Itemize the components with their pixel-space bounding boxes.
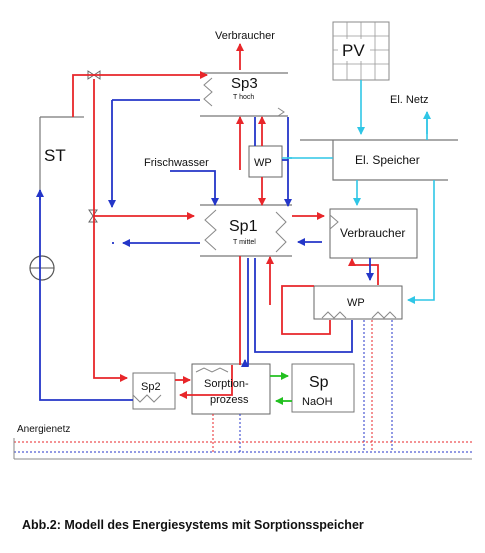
sp-naoh-label-line1: Sp	[309, 374, 329, 391]
st-label: ST	[44, 146, 66, 165]
wp-upper-label: WP	[254, 157, 272, 169]
verbraucher-mid-box	[329, 208, 418, 259]
pump-icon	[29, 255, 55, 281]
figure-caption: Abb.2: Modell des Energiesystems mit Sor…	[22, 518, 364, 532]
frischwasser-label: Frischwasser	[144, 157, 209, 169]
sp-naoh-box	[291, 363, 355, 413]
el-speicher-label: El. Speicher	[355, 153, 420, 167]
wp-lower-box	[313, 285, 403, 320]
electric-lines	[282, 80, 435, 304]
pv-panel	[332, 21, 390, 81]
anergienetz-label: Anergienetz	[17, 424, 70, 435]
el-speicher-box	[300, 139, 458, 181]
wp-lower-label: WP	[347, 297, 365, 309]
sp-naoh-label-line2: NaOH	[302, 396, 333, 408]
sp2-label: Sp2	[141, 381, 161, 393]
cold-water-lines	[36, 99, 374, 401]
st-collector	[39, 116, 84, 190]
sorption-lines	[270, 372, 292, 405]
sorption-label-line2: prozess	[210, 394, 249, 406]
el-netz-label: El. Netz	[390, 94, 429, 106]
anergy-drop-lines	[212, 320, 393, 452]
sp3-tank	[200, 72, 288, 117]
sp1-sub-label: T mittel	[233, 239, 256, 246]
sp2-box	[132, 372, 176, 410]
verbraucher-top-label: Verbraucher	[215, 30, 275, 42]
sp3-sub-label: T hoch	[233, 94, 254, 101]
verbraucher-mid-label: Verbraucher	[340, 226, 405, 240]
hot-water-lines	[72, 71, 379, 399]
sp1-label: Sp1	[229, 218, 258, 235]
wp-upper-box	[248, 145, 283, 178]
sorption-label-line1: Sorption-	[204, 378, 249, 390]
anergienetz-network	[13, 438, 472, 460]
pv-label: PV	[342, 41, 365, 60]
sorption-process-box	[191, 363, 271, 415]
sp3-label: Sp3	[231, 75, 258, 92]
